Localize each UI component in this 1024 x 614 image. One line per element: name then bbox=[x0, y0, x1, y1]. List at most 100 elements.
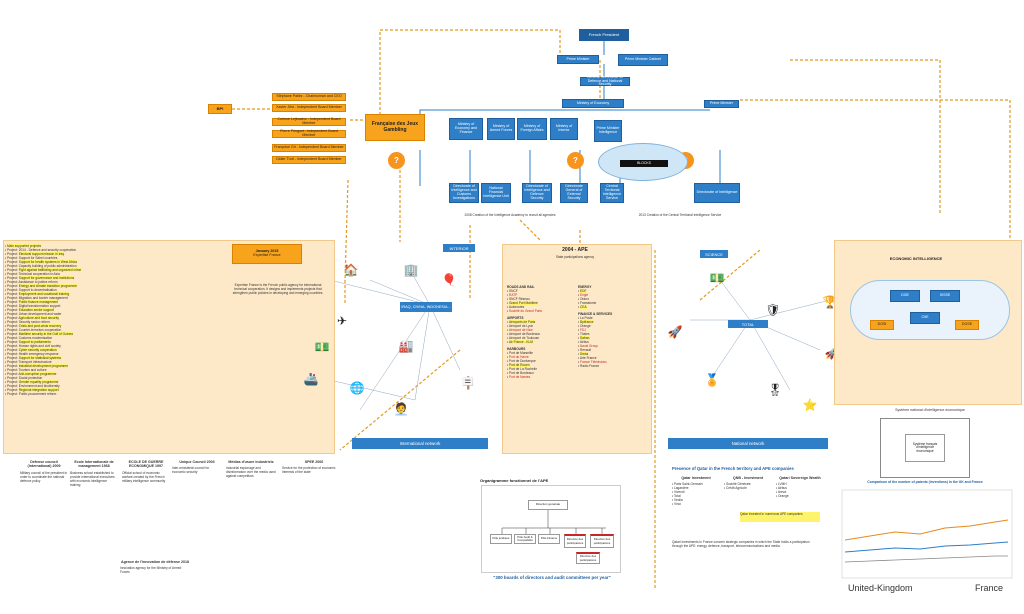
system-core: Système français d'intelligence économiq… bbox=[905, 434, 945, 462]
ape-panel bbox=[502, 244, 652, 454]
ministry-box-4[interactable]: Ministry of Interior bbox=[550, 118, 578, 140]
patent-title: Comparison of the number of patents (inv… bbox=[867, 480, 983, 484]
sgdsn-box[interactable]: General Secretariat for Defence and Nati… bbox=[580, 75, 630, 86]
president-box[interactable]: French President bbox=[579, 29, 629, 41]
iraq-china-label: IRAQ, CHINA, INDONESIA... bbox=[400, 302, 452, 312]
board-member-1[interactable]: Stéphane Pallez - Chairwoman and CEO bbox=[272, 93, 346, 101]
org-node-audit[interactable]: Pôle Audit & Comptabilité bbox=[514, 534, 536, 544]
ministry-box-5[interactable]: Prime Minister Intelligence bbox=[594, 120, 622, 142]
january-subtitle: Expertise France bbox=[253, 253, 281, 257]
qatar-text: Qatari investments in France concern str… bbox=[672, 540, 810, 548]
qatar-title: Presence of Qatar in the French territor… bbox=[672, 466, 794, 471]
org-quote: "300 boards of directors and audit commi… bbox=[493, 575, 611, 580]
bottom-col-5-title: Médias d'usure industriels bbox=[228, 460, 274, 464]
pm-cabinet-box[interactable]: Prime Minister Cabinet bbox=[618, 54, 668, 66]
national-network-bar[interactable]: National network bbox=[668, 438, 828, 449]
cargo-icon: 🚢 bbox=[303, 372, 319, 386]
bottom-col-6-body: Service for the protection of economic i… bbox=[282, 466, 336, 475]
bottom-col-3-body: Official school of economic warfare crea… bbox=[122, 470, 166, 483]
board-member-3[interactable]: Corinne Lejbowicz - Independent Board Me… bbox=[272, 117, 346, 126]
question-circle-2[interactable]: ? bbox=[567, 152, 584, 169]
sector-energy: ENERGY bbox=[578, 285, 592, 289]
businessman-icon: 🧑‍💼 bbox=[393, 402, 409, 416]
agency-box-2[interactable]: National Financial Intelligence Unit bbox=[481, 183, 511, 203]
qatar-highlight-note: Qatar invested in numerous APE companies bbox=[740, 512, 820, 522]
agency-box-1[interactable]: Directorate of Intelligence and Customs … bbox=[449, 183, 479, 203]
eco-node-1: DGE bbox=[890, 290, 920, 302]
rocket-icon: 🚀 bbox=[667, 325, 683, 339]
ministry-box-2[interactable]: Ministry of Armed Forces bbox=[487, 118, 515, 140]
left-panel bbox=[3, 240, 335, 454]
bpi-box[interactable]: BPI bbox=[208, 104, 232, 114]
org-node-part-1[interactable]: Direction des participations bbox=[564, 534, 586, 548]
blocks-label: BLOCKS bbox=[620, 160, 668, 167]
uk-label: United-Kingdom bbox=[848, 583, 913, 593]
org-node-dg[interactable]: Direction générale bbox=[528, 500, 568, 510]
org-node-part-2[interactable]: Direction des participations bbox=[590, 534, 614, 548]
board-member-4[interactable]: Pierre Pringuet - Independent Board Memb… bbox=[272, 129, 346, 138]
agency-box-5[interactable]: Central Territorial Intelligence Service bbox=[600, 183, 624, 203]
org-node-finance[interactable]: Pôle Finance bbox=[538, 534, 560, 544]
science-label: SCIENCE bbox=[700, 250, 728, 258]
ape-right-list: ENERGY ▪ EDF▪ Engie▪ Orano▪ Framatome▪ C… bbox=[578, 285, 648, 450]
fdj-box[interactable]: Française des Jeux Gambling bbox=[365, 114, 425, 141]
sector-harbours: HARBOURS bbox=[507, 347, 526, 351]
qatar-col-3-title: Qatari Sovereign Wealth bbox=[779, 476, 821, 480]
ministry-box-1[interactable]: Ministry of Economy and Finance bbox=[449, 118, 483, 140]
sector-roads: ROADS AND RAIL bbox=[507, 285, 535, 289]
org-chart-frame bbox=[481, 485, 621, 573]
pm-box[interactable]: Prime Minister bbox=[557, 55, 599, 64]
note-2008: 2008 Creation of the Intelligence Academ… bbox=[464, 213, 556, 217]
expertise-france-text: Expertise France is the French public ag… bbox=[232, 283, 324, 295]
eco-node-5: DGSE bbox=[955, 320, 979, 330]
bottom-col-7-body: Innovation agency for the Ministry of Ar… bbox=[120, 566, 182, 575]
org-node-legal[interactable]: Pôle juridique bbox=[490, 534, 512, 544]
bottom-col-4-title: Unique Council 2003 bbox=[179, 460, 215, 464]
qatar-col-2: QNB - Investment▪ Société Générale▪ Créd… bbox=[724, 476, 772, 490]
factory-icon: 🏭 bbox=[398, 339, 414, 353]
eco-node-4: DGSI bbox=[870, 320, 894, 330]
bottom-col-2-title: Ecole Internationale de management 1968 bbox=[74, 460, 114, 469]
trophy-icon: 🏆 bbox=[822, 295, 838, 309]
org-title: Organigramme fonctionnel de l'APE bbox=[480, 478, 549, 483]
question-circle-1[interactable]: ? bbox=[388, 152, 405, 169]
left-panel-list: ▪ Main supported projects ▪ Project: 201… bbox=[5, 244, 82, 396]
agency-box-4[interactable]: Directorate General of External Security bbox=[560, 183, 588, 203]
medal-icon: 🏅 bbox=[704, 373, 720, 387]
house-icon: 🏠 bbox=[343, 263, 359, 277]
ministry-economy-box[interactable]: Ministry of Economy bbox=[562, 99, 624, 108]
international-network-bar[interactable]: International network bbox=[352, 438, 488, 449]
org-node-part-3[interactable]: Direction des participations bbox=[576, 552, 600, 564]
star-medal-icon: ⭐ bbox=[802, 398, 818, 412]
ministry-box-3[interactable]: Ministry of Foreign Affairs bbox=[517, 118, 547, 140]
board-member-5[interactable]: Françoise Gri - Independent Board Member bbox=[272, 144, 346, 152]
eco-node-3: CIIE bbox=[910, 312, 940, 324]
agency-box-3[interactable]: Directorate of Intelligence and Defence … bbox=[522, 183, 552, 203]
bottom-col-1-body: Military council of the president in ord… bbox=[20, 470, 68, 483]
interior-label: INTERIOR bbox=[443, 244, 475, 252]
board-member-2[interactable]: Xavier Jêst - Independent Board Member bbox=[272, 104, 346, 112]
sector-airports: AIRPORTS bbox=[507, 316, 524, 320]
board-member-6[interactable]: Didier Trutt - Independent Board Member bbox=[272, 156, 346, 164]
agency-box-6[interactable]: Directorate of Intelligence bbox=[694, 183, 740, 203]
bottom-col-1-title: Defense council (International) 2009 bbox=[27, 460, 61, 469]
dollar-icon: 💵 bbox=[709, 271, 725, 285]
total-label: TOTAL bbox=[728, 320, 768, 328]
system-chart-title: Système national d'intelligence économiq… bbox=[895, 408, 965, 412]
january-title: January 2015 bbox=[255, 249, 279, 254]
bottom-col-6-title: SPEE 2006 bbox=[304, 460, 324, 464]
tank-icon: 🛡 bbox=[765, 303, 781, 317]
signpost-icon: 🪧 bbox=[460, 376, 476, 390]
qatar-col-3: Qatari Sovereign Wealth▪ LVMH▪ Airbus▪ A… bbox=[776, 476, 824, 498]
prime-minister-box[interactable]: Prime Minister bbox=[704, 100, 739, 108]
balloons-icon: 🎈 bbox=[441, 273, 457, 287]
eco-intel-title: ECONOMIC INTELLIGENCE bbox=[889, 256, 943, 261]
